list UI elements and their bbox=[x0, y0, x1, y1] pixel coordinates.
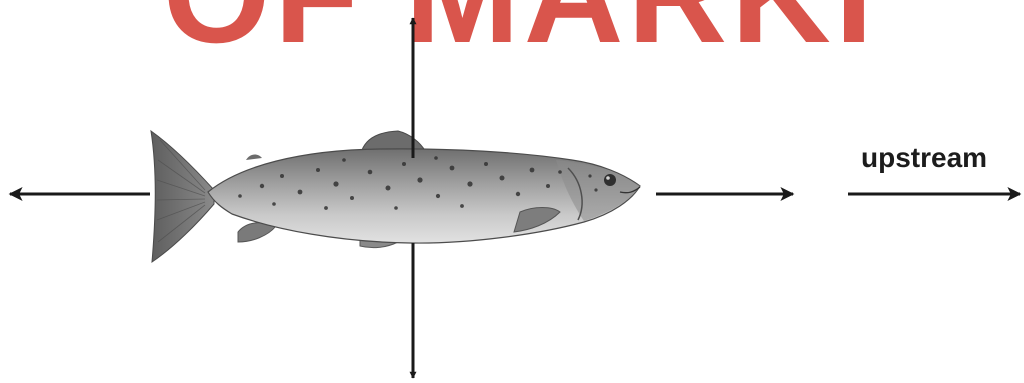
trout-image bbox=[151, 131, 640, 262]
upstream-label: upstream bbox=[861, 142, 987, 174]
